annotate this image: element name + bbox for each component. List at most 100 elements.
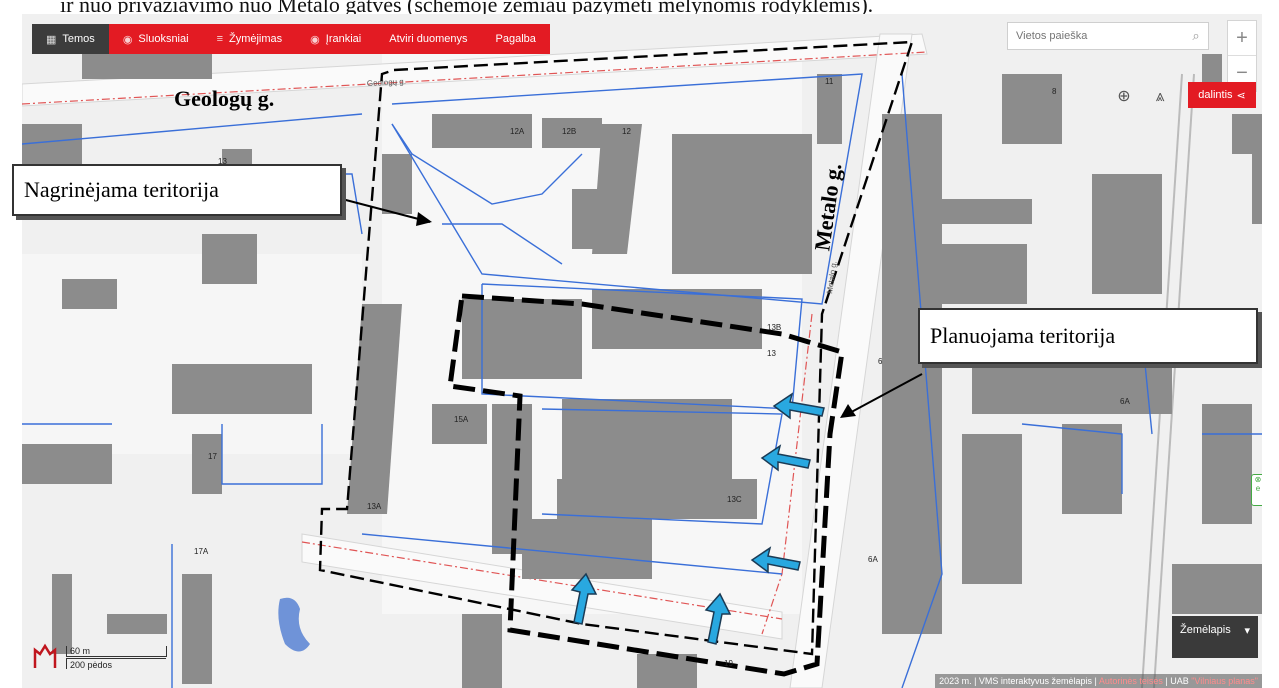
building: [62, 279, 117, 309]
building-number-label: 13B: [767, 323, 781, 332]
scale-metric: 60 m: [66, 646, 167, 657]
document-text-line: ir nuo privažiavimo nuo Metalo gatvės (s…: [60, 0, 874, 17]
building: [962, 434, 1022, 584]
building-number-label: 13: [767, 349, 776, 358]
attribution-prefix: 2023 m. | VMS interaktyvus žemėlapis |: [939, 676, 1099, 686]
building: [432, 404, 487, 444]
building-number-label: 12B: [562, 127, 576, 136]
railway-line: [1153, 73, 1195, 688]
parcel-edge: [901, 73, 943, 688]
red-line: [22, 51, 928, 105]
main-toolbar: ▦ Temos ◉ Sluoksniai ≡ Žymėjimas ◉ Įrank…: [32, 24, 550, 54]
toolbar-item-label: Žymėjimas: [228, 33, 283, 45]
building: [557, 479, 757, 519]
examined-territory-boundary: [318, 40, 914, 656]
building: [1252, 154, 1262, 224]
callout-planned-territory: Planuojama teritorija: [918, 308, 1258, 364]
toolbar-item-zymejimas[interactable]: ≡ Žymėjimas: [203, 24, 297, 54]
building-number-label: 6A: [1120, 397, 1130, 406]
callout-text: Nagrinėjama teritorija: [24, 177, 219, 202]
toolbar-item-temos[interactable]: ▦ Temos: [32, 24, 109, 54]
parcel-edge: [221, 424, 323, 485]
compass-icon[interactable]: ⩓: [1155, 86, 1165, 105]
side-badge-icon[interactable]: ⊗e: [1251, 474, 1262, 506]
parcel-edge: [541, 408, 783, 525]
road-geologu: [22, 33, 928, 107]
building: [82, 54, 212, 79]
attribution-link-copyright[interactable]: Autorinės teisės: [1098, 676, 1163, 686]
building-number-label: 6A: [868, 555, 878, 564]
building-number-label: 12: [622, 127, 631, 136]
building: [107, 614, 167, 634]
toolbar-item-label: Temos: [62, 33, 95, 45]
building-number-label: 15A: [454, 415, 469, 424]
parcel-edge: [361, 533, 783, 575]
building: [817, 74, 842, 144]
toolbar-item-label: Sluoksniai: [138, 33, 189, 45]
building: [347, 304, 402, 514]
search-icon[interactable]: ⌕: [1192, 28, 1200, 43]
parcel-edge: [442, 223, 563, 265]
pond: [278, 597, 310, 652]
building: [1002, 74, 1062, 144]
access-arrow: [772, 392, 825, 420]
pointer-arrowhead-examined: [416, 212, 432, 226]
attribution-separator: | UAB: [1162, 676, 1192, 686]
zoom-out-button[interactable]: −: [1236, 62, 1248, 84]
parcel-edge: [391, 123, 583, 205]
building: [522, 519, 652, 579]
toolbar-item-irankiai[interactable]: ◉ Įrankiai: [296, 24, 375, 54]
building-number-label: 17A: [194, 547, 209, 556]
building: [462, 614, 502, 688]
building: [492, 404, 532, 554]
building: [1062, 424, 1122, 514]
road-metalo: [789, 33, 913, 688]
building-number-label: 13: [218, 157, 227, 166]
pointer-line-planned: [843, 373, 923, 417]
building-number-label: 19: [724, 659, 733, 668]
attribution-link-company[interactable]: "Vilniaus planas": [1191, 676, 1258, 686]
layers-icon: ◉: [122, 33, 133, 46]
building-number-label: 11: [825, 77, 834, 86]
building: [182, 574, 212, 684]
building: [172, 364, 312, 414]
building-number-label: 13A: [367, 502, 382, 511]
zoom-control: + −: [1227, 20, 1257, 92]
access-arrow: [750, 546, 801, 574]
building: [542, 118, 602, 148]
map-view[interactable]: 12A 12B 12 11 13 13B 13 15A 13A 13C 17 1…: [22, 14, 1262, 688]
toolbar-item-pagalba[interactable]: Pagalba: [482, 24, 550, 54]
locate-icon[interactable]: ⊕: [1117, 86, 1131, 105]
toolbar-item-label: Atviri duomenys: [389, 33, 468, 45]
toolbar-item-atviri-duomenys[interactable]: Atviri duomenys: [375, 24, 481, 54]
search-input[interactable]: [1008, 30, 1184, 42]
share-icon: ⋖: [1236, 89, 1246, 102]
building: [672, 134, 812, 274]
zoom-in-button[interactable]: +: [1228, 21, 1256, 56]
building: [1232, 114, 1262, 154]
access-arrows: [570, 392, 825, 645]
road-south: [301, 533, 783, 640]
toolbar-item-sluoksniai[interactable]: ◉ Sluoksniai: [109, 24, 203, 54]
building: [22, 444, 112, 484]
access-arrow: [704, 592, 732, 645]
building: [202, 234, 257, 284]
building: [927, 244, 1027, 304]
building-number-label: 13C: [727, 495, 742, 504]
location-search: ⌕: [1007, 22, 1209, 50]
building-number-label: 8: [1052, 87, 1057, 96]
building: [562, 399, 732, 489]
grid-icon: ▦: [46, 33, 57, 46]
city-logo-icon: [33, 643, 57, 668]
building: [52, 574, 72, 654]
building: [382, 154, 412, 214]
building-number-label: 12A: [510, 127, 525, 136]
map-canvas[interactable]: 12A 12B 12 11 13 13B 13 15A 13A 13C 17 1…: [22, 14, 1262, 688]
toolbar-item-label: Pagalba: [495, 33, 536, 45]
share-button[interactable]: dalintis ⋖: [1188, 82, 1256, 108]
planned-territory-boundary: [447, 293, 845, 677]
building: [462, 299, 582, 379]
basemap-switcher[interactable]: Žemėlapis ▾: [1172, 616, 1258, 658]
scale-imperial: 200 pėdos: [66, 658, 166, 670]
parcel-edge: [1021, 423, 1123, 494]
